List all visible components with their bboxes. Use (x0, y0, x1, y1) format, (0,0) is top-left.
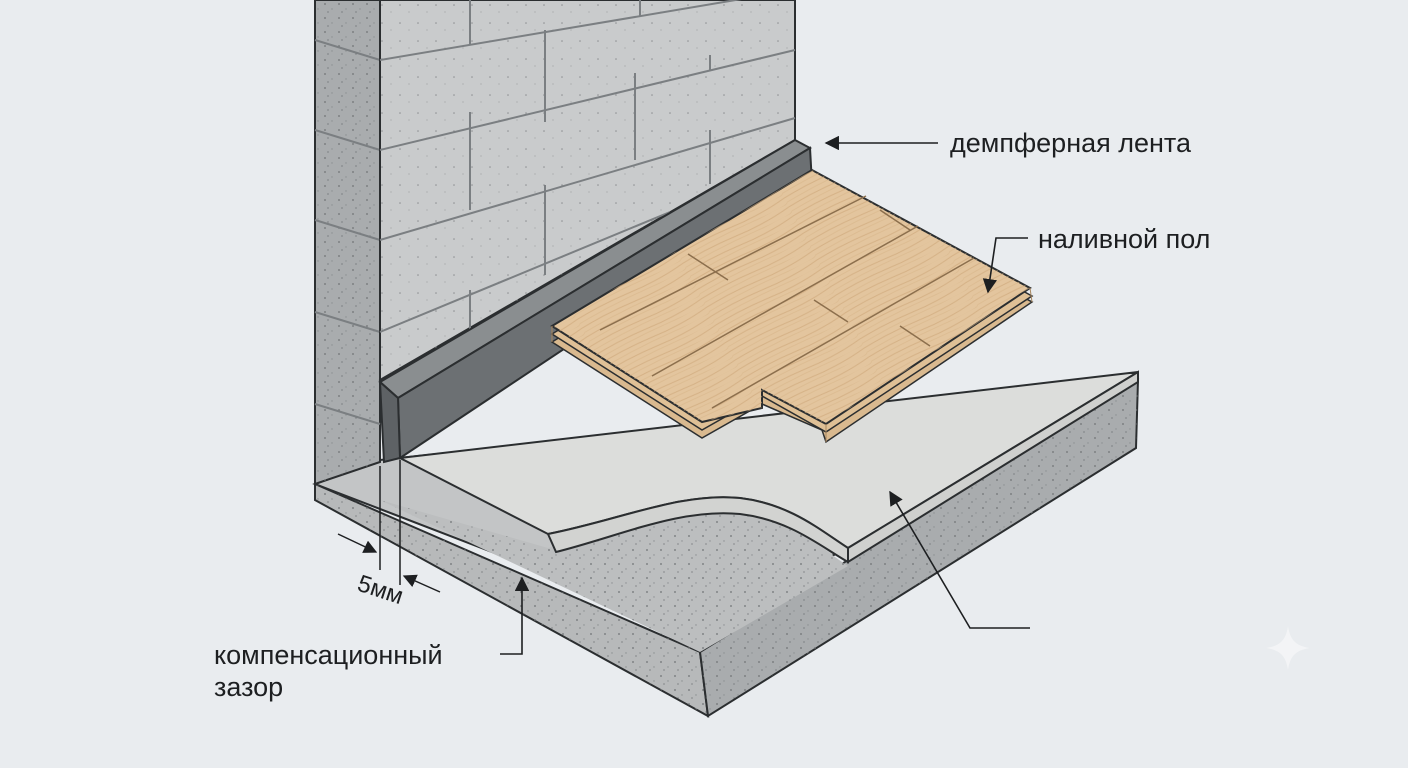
self-leveling-floor-label: наливной пол (1038, 224, 1210, 254)
gap-dimension (337, 460, 441, 593)
leader-lines (500, 135, 1030, 655)
block-wall (314, 0, 796, 486)
compensation-gap-label-line2: зазор (214, 672, 283, 702)
compensation-gap-label-line1: компенсационный (214, 640, 443, 670)
sparkle-icon (1266, 626, 1310, 670)
screed-layer (396, 370, 1139, 564)
gap-dimension-label: 5мм (354, 570, 406, 610)
gap-leader (500, 576, 530, 655)
damper-tape-label: демпферная лента (950, 128, 1192, 158)
wood-flooring (550, 168, 1034, 444)
floor-leader (982, 237, 1028, 294)
screed-leader (889, 490, 1030, 629)
